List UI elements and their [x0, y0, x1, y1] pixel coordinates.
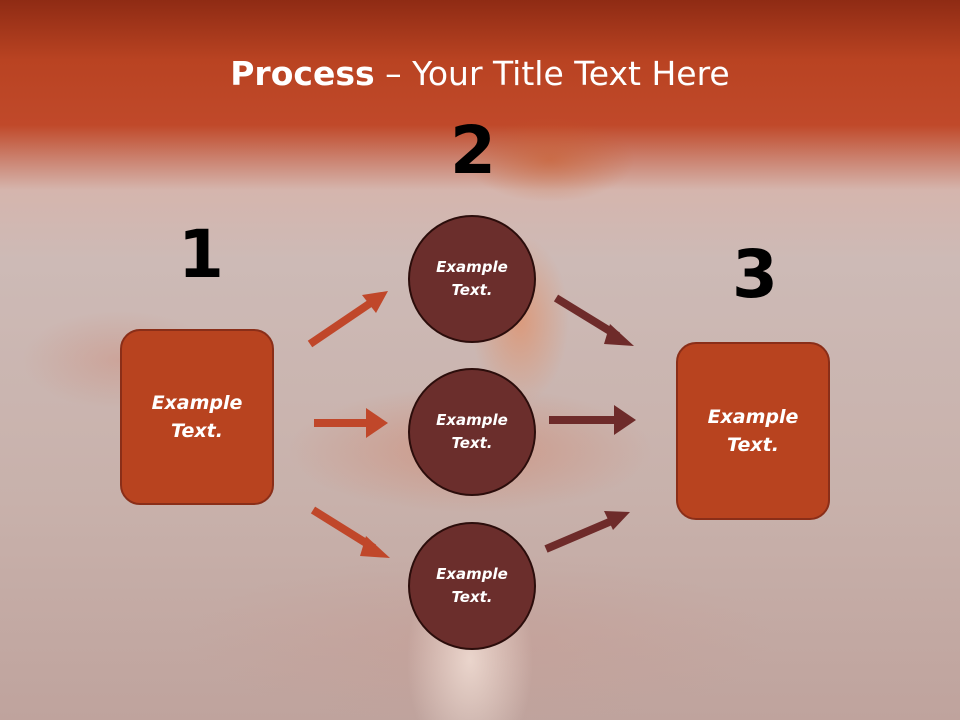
- circle-bottom: Example Text.: [408, 522, 536, 650]
- title-bold: Process: [230, 54, 375, 93]
- arrow-right-top: [553, 294, 634, 346]
- step-1-box: Example Text.: [120, 329, 274, 505]
- step-number-1: 1: [178, 216, 224, 293]
- circle-top: Example Text.: [408, 215, 536, 343]
- arrow-right-bottom: [544, 511, 630, 553]
- arrow-left-middle: [314, 408, 388, 438]
- step-number-3: 3: [732, 236, 778, 313]
- title-rest: – Your Title Text Here: [374, 54, 730, 93]
- arrow-right-middle: [549, 405, 636, 435]
- step-number-2: 2: [450, 112, 496, 189]
- step-3-box: Example Text.: [676, 342, 830, 520]
- arrow-left-top: [307, 291, 388, 348]
- circle-middle: Example Text.: [408, 368, 536, 496]
- slide-title: Process – Your Title Text Here: [0, 54, 960, 93]
- arrow-left-bottom: [310, 506, 390, 558]
